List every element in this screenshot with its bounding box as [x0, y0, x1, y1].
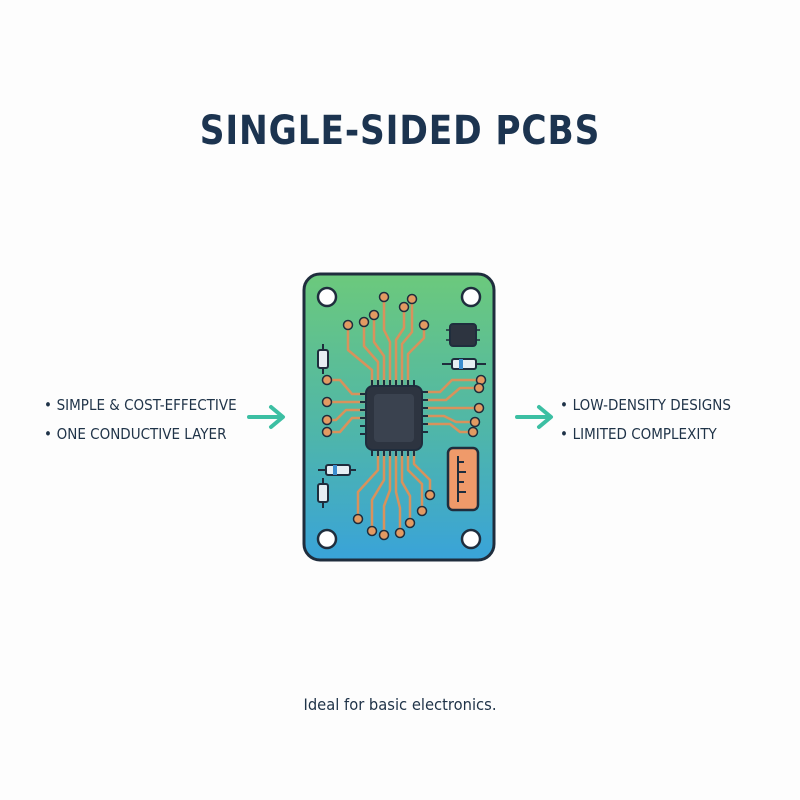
caption: Ideal for basic electronics. [303, 695, 497, 714]
capacitor-icon [317, 344, 329, 374]
small-ic-icon [446, 323, 480, 347]
mounting-hole [460, 286, 482, 308]
mounting-hole [316, 528, 338, 550]
microchip-icon [360, 380, 428, 456]
right-arrow-icon [515, 405, 553, 429]
capacitor-icon [317, 478, 329, 508]
right-feature-label: LIMITED COMPLEXITY [572, 425, 717, 443]
bullet-dot: • [44, 396, 52, 414]
right-feature-item: •LOW-DENSITY DESIGNS [560, 391, 731, 420]
left-feature-list: •SIMPLE & COST-EFFECTIVE •ONE CONDUCTIVE… [44, 391, 237, 449]
bullet-dot: • [560, 396, 568, 414]
connector-icon [446, 446, 480, 512]
left-feature-label: SIMPLE & COST-EFFECTIVE [56, 396, 237, 414]
mounting-hole [316, 286, 338, 308]
resistor-icon [442, 358, 486, 370]
left-feature-label: ONE CONDUCTIVE LAYER [56, 425, 227, 443]
right-feature-item: •LIMITED COMPLEXITY [560, 420, 731, 449]
left-feature-item: •ONE CONDUCTIVE LAYER [44, 420, 237, 449]
right-feature-label: LOW-DENSITY DESIGNS [572, 396, 731, 414]
bullet-dot: • [560, 425, 568, 443]
pcb-board-icon [302, 272, 496, 562]
mounting-hole [460, 528, 482, 550]
resistor-icon [318, 464, 356, 476]
left-feature-item: •SIMPLE & COST-EFFECTIVE [44, 391, 237, 420]
page-title: SINGLE-SIDED PCBS [199, 108, 601, 154]
bullet-dot: • [44, 425, 52, 443]
right-feature-list: •LOW-DENSITY DESIGNS •LIMITED COMPLEXITY [560, 391, 731, 449]
solder-pads [321, 291, 487, 541]
right-arrow-icon [247, 405, 285, 429]
